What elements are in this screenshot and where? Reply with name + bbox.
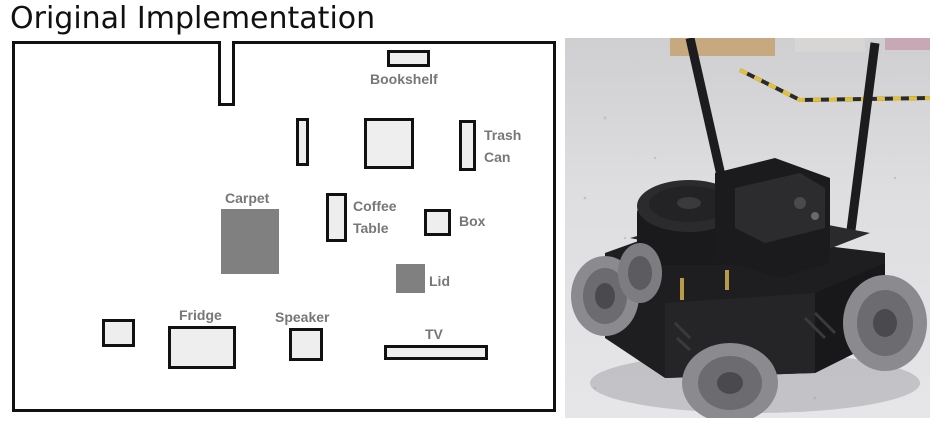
trash-can-label: Trash Can xyxy=(484,127,522,165)
floor-plan-map: Bookshelf Trash Can Carpet Coffee Table … xyxy=(12,41,556,412)
figure-title: Original Implementation xyxy=(10,1,376,36)
bookshelf-object xyxy=(387,50,430,67)
trash-can-object xyxy=(459,120,476,171)
tv-object xyxy=(384,345,488,360)
box-label: Box xyxy=(459,213,486,229)
wall-notch xyxy=(218,41,235,106)
table-object xyxy=(364,118,414,169)
box-object xyxy=(424,209,451,236)
lid-object xyxy=(396,264,425,293)
pole-object xyxy=(296,118,309,166)
tv-label: TV xyxy=(425,326,443,342)
fridge-object xyxy=(168,326,236,369)
lid-label: Lid xyxy=(429,273,450,289)
carpet-object xyxy=(221,209,279,274)
robot-illustration xyxy=(565,38,930,418)
speaker-object xyxy=(289,328,323,361)
fridge-label: Fridge xyxy=(179,307,222,323)
robot-photo xyxy=(565,38,930,418)
speaker-label: Speaker xyxy=(275,309,330,325)
small-box-object xyxy=(102,319,135,347)
bookshelf-label: Bookshelf xyxy=(370,71,438,87)
coffee-table-label: Coffee Table xyxy=(353,198,397,236)
carpet-label: Carpet xyxy=(225,190,270,206)
coffee-table-object xyxy=(326,193,347,242)
